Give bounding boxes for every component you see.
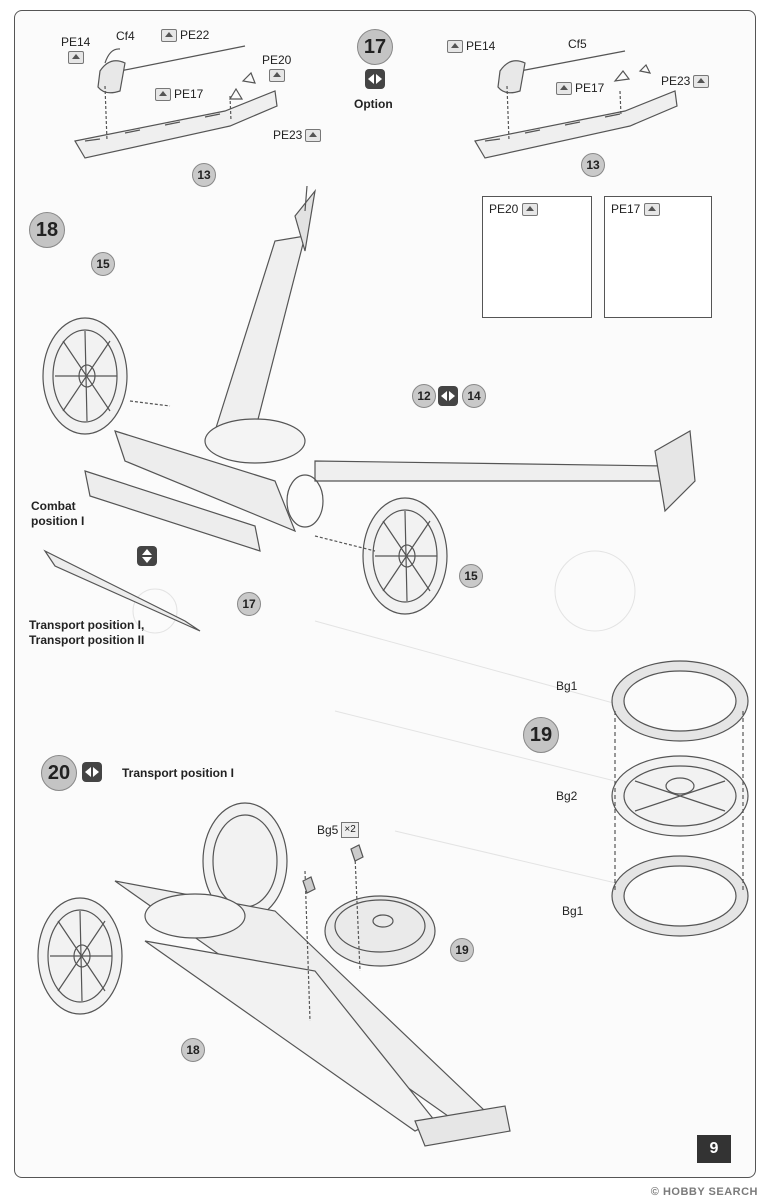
part-code: PE17	[611, 202, 641, 216]
instruction-page: 17 Option PE14 Cf4 PE22 PE20 PE17 PE23 1…	[14, 10, 756, 1178]
part-label-pe23-right: PE23	[661, 74, 710, 88]
photo-etch-icon	[268, 69, 285, 82]
callout-12: 12	[412, 384, 436, 408]
step18-assembly	[42, 185, 696, 632]
step17-right-bracket	[474, 50, 678, 159]
part-code: Bg5	[317, 823, 339, 837]
part-label-cf5: Cf5	[568, 37, 587, 51]
photo-etch-icon	[693, 74, 710, 88]
part-label-pe14-right: PE14	[447, 39, 495, 53]
part-label-bg1-bottom: Bg1	[562, 904, 584, 918]
part-code: PE23	[661, 74, 691, 88]
step-17-badge: 17	[357, 29, 393, 65]
part-code: PE22	[180, 28, 210, 42]
photo-etch-icon	[644, 202, 661, 216]
part-code: PE20	[489, 202, 519, 216]
transport-position-i-label: Transport position I	[122, 766, 235, 780]
step-19-badge: 19	[523, 717, 559, 753]
step19-rings	[611, 660, 749, 937]
photo-etch-icon	[161, 28, 177, 42]
part-label-pe14-left: PE14	[61, 35, 90, 64]
detail-box-pe20: PE20	[482, 196, 592, 318]
part-code: PE17	[575, 81, 605, 95]
callout-17: 17	[237, 592, 261, 616]
part-label-bg2: Bg2	[556, 789, 578, 803]
photo-etch-icon	[447, 39, 463, 53]
callout-13-left: 13	[192, 163, 216, 187]
option-label: Option	[354, 97, 393, 111]
option-icon	[438, 386, 458, 406]
watermark: © HOBBY SEARCH	[650, 1186, 758, 1198]
page-number: 9	[697, 1135, 731, 1163]
part-label-pe17-right: PE17	[556, 81, 604, 95]
step-20-badge: 20	[41, 755, 77, 791]
photo-etch-icon	[305, 128, 322, 142]
part-label-cf4: Cf4	[116, 29, 135, 43]
part-code: PE23	[273, 128, 303, 142]
callout-19: 19	[450, 938, 474, 962]
part-code: PE20	[262, 53, 292, 67]
photo-etch-icon	[155, 87, 171, 101]
detail-title: PE20	[489, 202, 539, 216]
option-icon	[137, 546, 157, 566]
combat-position-label: Combat position I	[31, 499, 85, 528]
step17-left-bracket	[74, 45, 278, 159]
option-icon	[82, 762, 102, 782]
part-code: PE14	[61, 35, 91, 49]
detail-title: PE17	[611, 202, 661, 216]
step20-assembly	[37, 802, 511, 1147]
detail-box-pe17: PE17	[604, 196, 712, 318]
photo-etch-icon	[522, 202, 539, 216]
part-label-bg1-top: Bg1	[556, 679, 578, 693]
callout-15-top: 15	[91, 252, 115, 276]
quantity-value: 2	[350, 824, 356, 835]
part-label-pe20: PE20	[262, 53, 291, 82]
step-18-badge: 18	[29, 212, 65, 248]
assembly-line-art	[37, 45, 749, 1147]
part-label-pe23-left: PE23	[273, 128, 322, 142]
option-icon	[365, 69, 385, 89]
callout-13-right: 13	[581, 153, 605, 177]
quantity-badge: ×2	[341, 822, 359, 838]
part-code: PE14	[466, 39, 496, 53]
part-label-pe17-left: PE17	[155, 87, 203, 101]
part-label-pe22: PE22	[161, 28, 209, 42]
photo-etch-icon	[67, 51, 84, 64]
transport-position-label: Transport position I, Transport position…	[29, 618, 145, 647]
callout-14: 14	[462, 384, 486, 408]
photo-etch-icon	[556, 81, 572, 95]
part-code: PE17	[174, 87, 204, 101]
callout-15-bottom: 15	[459, 564, 483, 588]
part-label-bg5: Bg5 ×2	[317, 822, 359, 838]
callout-18: 18	[181, 1038, 205, 1062]
